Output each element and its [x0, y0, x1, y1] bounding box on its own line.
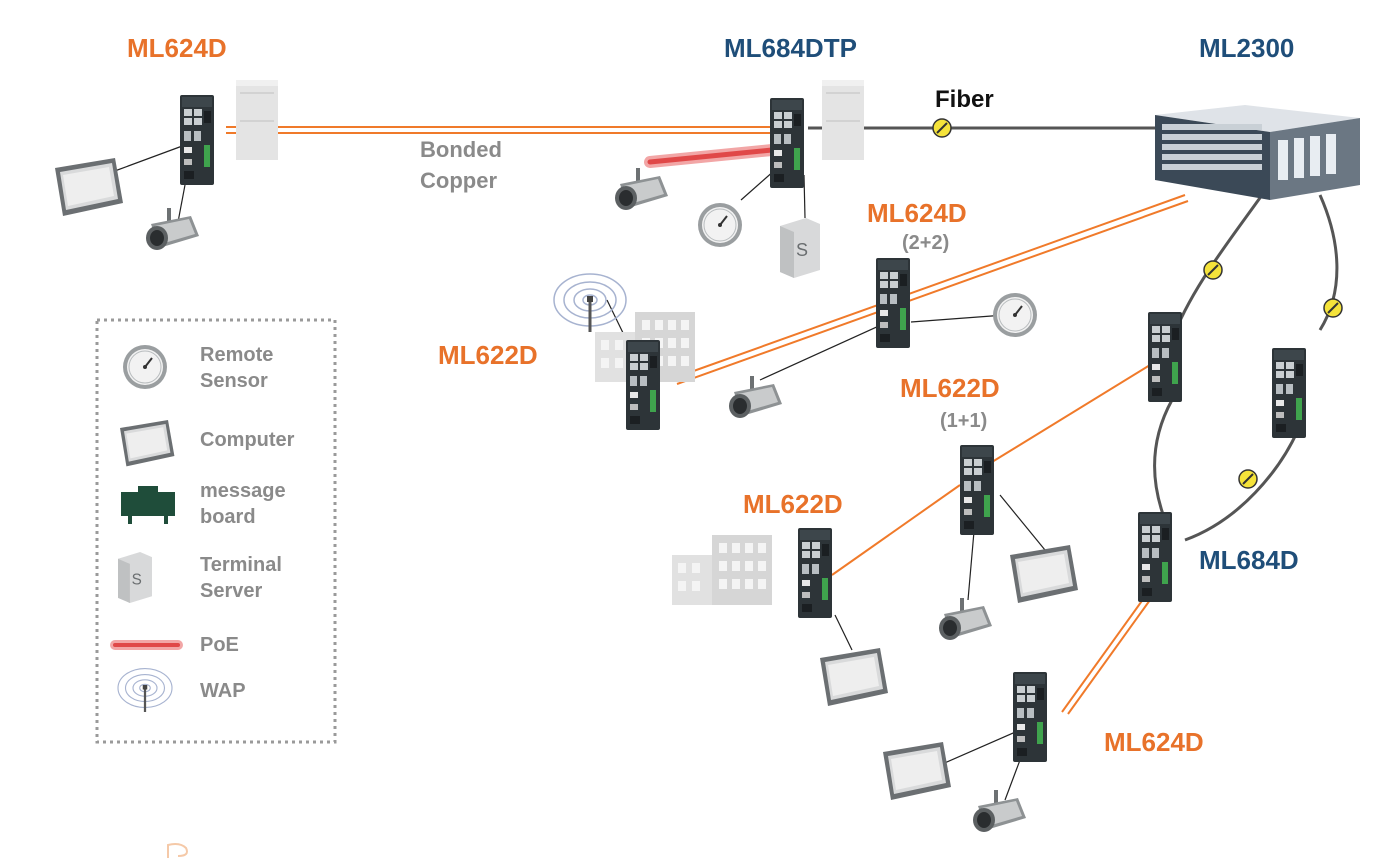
switch-icon	[960, 445, 994, 535]
legend-terminal-server-1: Terminal	[200, 554, 282, 576]
legend-message-board-2: board	[200, 506, 256, 528]
label-fiber: Fiber	[935, 86, 994, 113]
switch-icon	[798, 528, 832, 618]
label-bonded: Bonded	[420, 137, 502, 162]
remote-sensor-icon	[122, 344, 168, 390]
computer-icon	[55, 158, 123, 216]
copper-link-ml622d-low	[831, 484, 961, 576]
bonded-copper-link	[226, 126, 772, 134]
fiber-ring-left	[1153, 399, 1174, 521]
computer-icon	[820, 648, 888, 706]
switch-icon	[1272, 348, 1306, 438]
switch-icon	[180, 95, 214, 185]
computer-icon	[1010, 545, 1078, 603]
legend-remote-sensor-1: Remote	[200, 344, 273, 366]
label-ml622d-left: ML622D	[438, 340, 538, 370]
wap-icon	[552, 272, 628, 334]
switch-icon	[1138, 512, 1172, 602]
label-ml2300: ML2300	[1199, 33, 1294, 63]
cabinet-icon	[822, 80, 864, 160]
copper-link-ml624d-bottom	[1061, 597, 1151, 715]
copper-link-ml622d-left	[673, 194, 1189, 385]
legend-computer: Computer	[200, 429, 295, 451]
chassis-icon	[1155, 105, 1360, 200]
wap-icon	[116, 667, 174, 714]
label-ml622d-mid: ML622D	[900, 373, 1000, 403]
cabinet-icon	[236, 80, 278, 160]
fiber-marker-icon	[1203, 260, 1223, 280]
camera-icon	[939, 598, 992, 640]
legend-message-board-1: message	[200, 480, 286, 502]
fiber-ring-right	[1184, 429, 1300, 542]
terminal-server-icon	[780, 218, 820, 278]
legend-remote-sensor-2: Sensor	[200, 370, 268, 392]
remote-sensor-icon	[697, 202, 743, 248]
legend-terminal-server-2: Server	[200, 580, 262, 602]
computer-icon	[120, 420, 175, 467]
copper-link-ml622d-mid	[991, 364, 1151, 463]
label-ml684d: ML684D	[1199, 545, 1299, 575]
label-ml684dtp: ML684DTP	[724, 33, 857, 63]
camera-icon	[973, 790, 1026, 832]
switch-icon	[1013, 672, 1047, 762]
switch-icon	[770, 98, 804, 188]
message-board-icon	[121, 486, 175, 524]
building-icon	[672, 535, 772, 605]
switch-icon	[876, 258, 910, 348]
camera-icon	[729, 376, 782, 418]
legend-wap: WAP	[200, 680, 246, 702]
switch-icon	[1148, 312, 1182, 402]
fiber-marker-icon	[1238, 469, 1258, 489]
switch-icon	[626, 340, 660, 430]
remote-sensor-icon	[992, 292, 1038, 338]
computer-icon	[883, 742, 951, 800]
legend: Remote Sensor Computer message board Ter…	[95, 318, 337, 744]
terminal-server-icon	[118, 552, 152, 603]
camera-icon	[146, 208, 199, 250]
cropped-text-fragment	[167, 843, 188, 858]
poe-link	[647, 147, 775, 165]
camera-icon	[615, 168, 668, 210]
label-copper: Copper	[420, 168, 497, 193]
label-ml624d-mid: ML624D	[867, 198, 967, 228]
label-ml622d-mid-sub: (1+1)	[940, 410, 987, 432]
fiber-marker-icon	[932, 118, 952, 138]
label-ml622d-low: ML622D	[743, 489, 843, 519]
label-ml624d-bottom: ML624D	[1104, 727, 1204, 757]
legend-poe: PoE	[200, 634, 239, 656]
label-ml624d-top: ML624D	[127, 33, 227, 63]
label-ml624d-mid-sub: (2+2)	[902, 232, 949, 254]
fiber-marker-icon	[1323, 298, 1343, 318]
